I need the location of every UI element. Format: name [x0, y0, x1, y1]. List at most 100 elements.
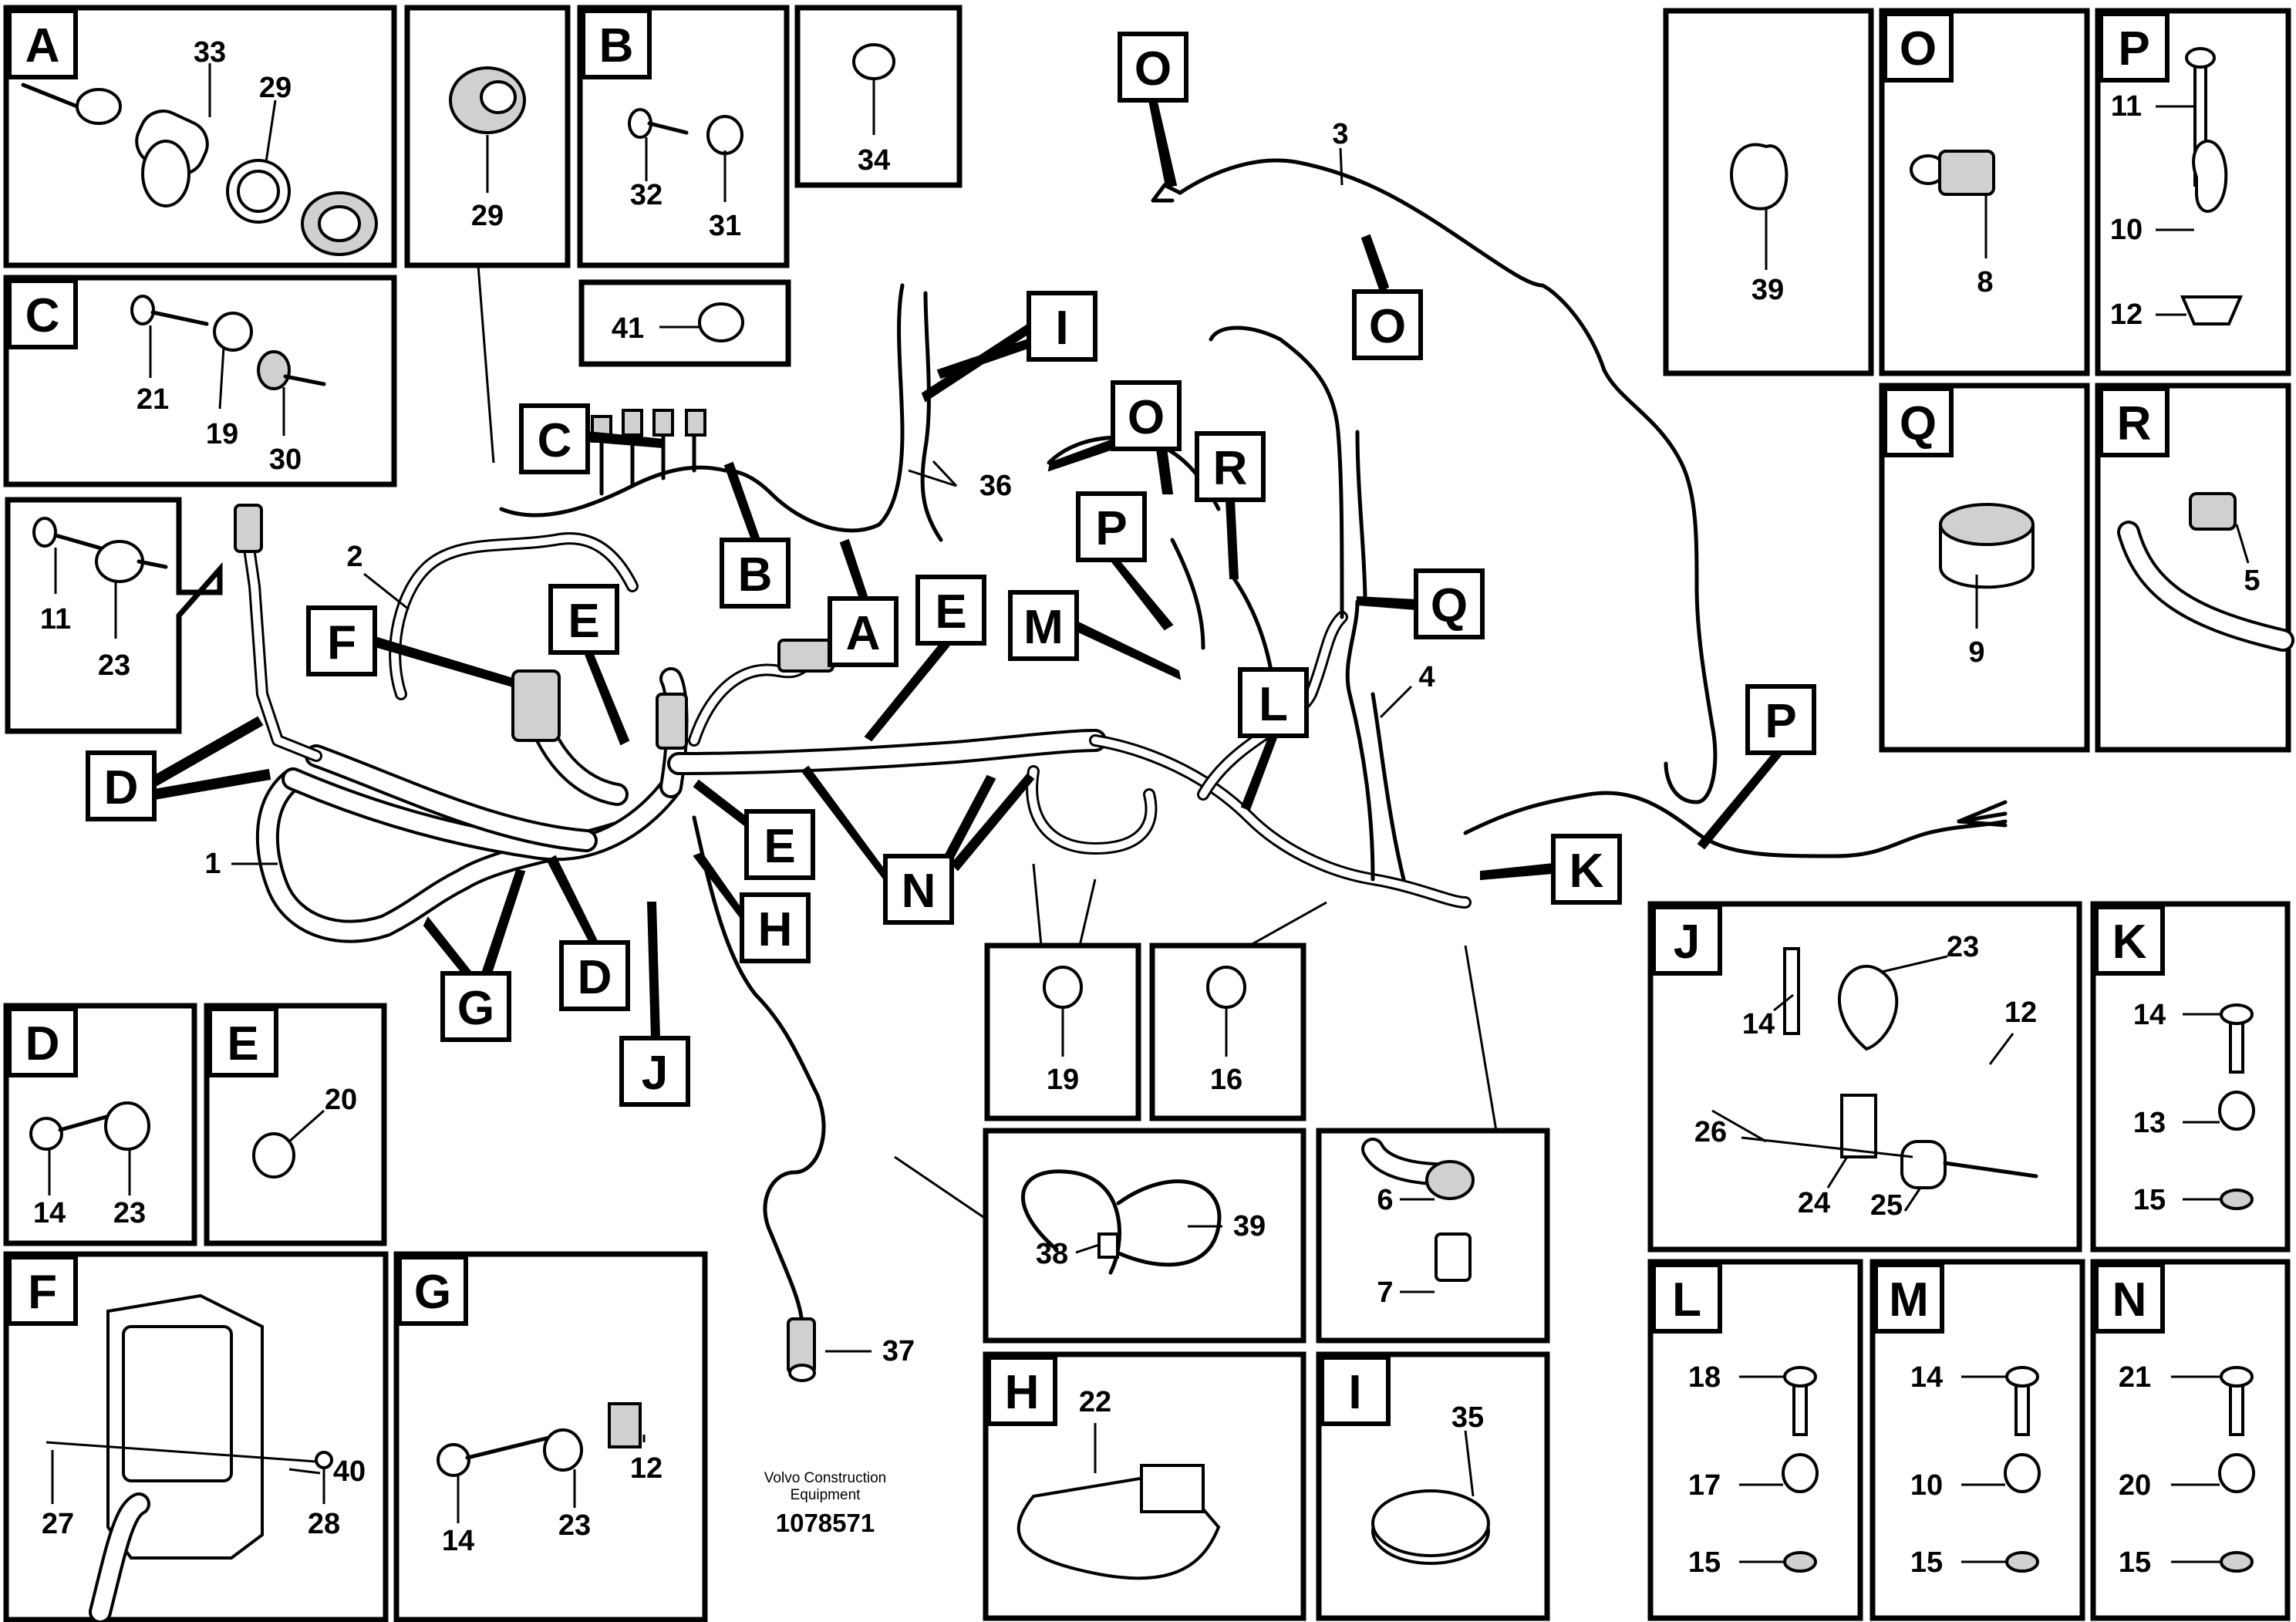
callout-G: G	[457, 982, 494, 1035]
panel-F: F 28 40 27	[3, 1251, 389, 1622]
callout-I: I	[1055, 302, 1068, 355]
part-20: 20	[325, 1084, 357, 1116]
part-18: 18	[1688, 1361, 1721, 1394]
part-39: 39	[1752, 274, 1784, 306]
part-23: 23	[113, 1197, 146, 1229]
callout-B: B	[738, 548, 773, 602]
part-14: 14	[33, 1197, 66, 1229]
callout-H: H	[758, 903, 793, 956]
panel-clip-34: 34	[794, 5, 963, 188]
part-25: 25	[1870, 1189, 1903, 1222]
panel-O-letter: O	[1900, 22, 1937, 76]
panel-A: A 33 29	[3, 5, 397, 268]
panel-G: G 14 23 12	[393, 1251, 708, 1622]
part-30: 30	[269, 443, 302, 476]
callout-E-2: E	[935, 585, 966, 639]
callout-Q: Q	[1431, 579, 1468, 632]
part-12: 12	[630, 1452, 663, 1485]
panel-gear-29: 29	[404, 5, 571, 268]
panel-J-letter: J	[1674, 916, 1700, 969]
harness-36: 36	[979, 470, 1012, 502]
callout-M: M	[1023, 601, 1064, 654]
part-21: 21	[137, 383, 169, 416]
panel-B: B 32 31	[577, 5, 790, 268]
part-32: 32	[630, 179, 663, 211]
callout-O-2: O	[1369, 300, 1406, 353]
part-7: 7	[1377, 1276, 1393, 1309]
panel-E: E 20	[204, 1003, 387, 1246]
part-28: 28	[308, 1508, 340, 1540]
part-29: 29	[471, 200, 504, 232]
part-14: 14	[2133, 999, 2166, 1031]
part-11: 11	[40, 603, 71, 636]
part-19: 19	[1047, 1064, 1079, 1096]
harness-1: 1	[204, 848, 221, 880]
part-5: 5	[2244, 565, 2260, 597]
callout-O-3: O	[1128, 391, 1165, 444]
callout-L: L	[1259, 678, 1288, 731]
part-16: 16	[1210, 1064, 1242, 1096]
callout-C: C	[538, 414, 572, 467]
part-23: 23	[1947, 931, 1979, 963]
callout-O-1: O	[1135, 42, 1172, 96]
part-15: 15	[2119, 1546, 2151, 1579]
panel-C: C 21 19 30	[3, 275, 397, 487]
part-6: 6	[1377, 1184, 1393, 1216]
callout-D-1: D	[104, 761, 139, 814]
panel-R: R 5	[2095, 383, 2294, 753]
callout-P-2: P	[1765, 695, 1796, 748]
part-27: 27	[42, 1508, 74, 1540]
part-13: 13	[2133, 1107, 2166, 1139]
panel-I: I 35	[1316, 1351, 1550, 1621]
panel-clamp-16: 16	[1149, 943, 1306, 1121]
panel-K: K 14 13 15	[2090, 901, 2291, 1253]
panel-C-letter: C	[25, 289, 60, 342]
harness-4: 4	[1418, 661, 1435, 693]
panel-E-letter: E	[227, 1017, 258, 1071]
part-19: 19	[206, 418, 238, 450]
part-31: 31	[709, 210, 741, 242]
callout-E-3: E	[764, 820, 795, 873]
panel-A-letter: A	[25, 19, 60, 73]
part-20: 20	[2119, 1469, 2151, 1502]
part-33: 33	[194, 36, 226, 69]
part-41: 41	[612, 312, 644, 345]
panel-D-letter: D	[25, 1017, 60, 1071]
panel-Q-letter: Q	[1900, 397, 1937, 450]
part-10: 10	[2110, 214, 2143, 246]
panel-clamp-19: 19	[984, 943, 1141, 1121]
harness-2: 2	[346, 541, 362, 573]
panel-D-top: 11 23	[5, 497, 223, 734]
part-39: 39	[1233, 1210, 1266, 1243]
callout-P-1: P	[1095, 502, 1127, 555]
part-10: 10	[1910, 1469, 1943, 1502]
callout-E-1: E	[568, 595, 599, 648]
part-23: 23	[98, 649, 130, 682]
panel-L: L 18 17 15	[1647, 1259, 1863, 1621]
main-callouts: O O O C B A I P R Q	[86, 32, 1816, 1107]
panel-R-letter: R	[2117, 397, 2152, 450]
part-12: 12	[2004, 996, 2037, 1029]
panel-F-letter: F	[28, 1266, 57, 1319]
part-34: 34	[858, 144, 890, 177]
part-26: 26	[1694, 1116, 1727, 1148]
harness-37: 37	[882, 1335, 915, 1367]
part-15: 15	[2133, 1184, 2166, 1216]
panel-P: P 11 10 12	[2095, 8, 2291, 376]
part-29: 29	[259, 72, 292, 104]
part-40: 40	[333, 1455, 366, 1488]
panel-G-letter: G	[414, 1266, 451, 1319]
document-number: 1078571	[776, 1509, 875, 1537]
panel-Q: Q 9	[1879, 383, 2090, 753]
panel-clip-41: 41	[578, 279, 791, 367]
harness-3: 3	[1332, 118, 1348, 150]
part-14: 14	[1910, 1361, 1943, 1394]
panel-tie-39: 39	[1663, 8, 1874, 376]
panel-B-letter: B	[599, 19, 634, 73]
part-24: 24	[1798, 1187, 1830, 1219]
panel-P-letter: P	[2118, 22, 2149, 76]
part-15: 15	[1688, 1546, 1721, 1579]
part-38: 38	[1036, 1238, 1068, 1270]
callout-D-2: D	[578, 951, 612, 1004]
part-8: 8	[1977, 266, 1993, 298]
